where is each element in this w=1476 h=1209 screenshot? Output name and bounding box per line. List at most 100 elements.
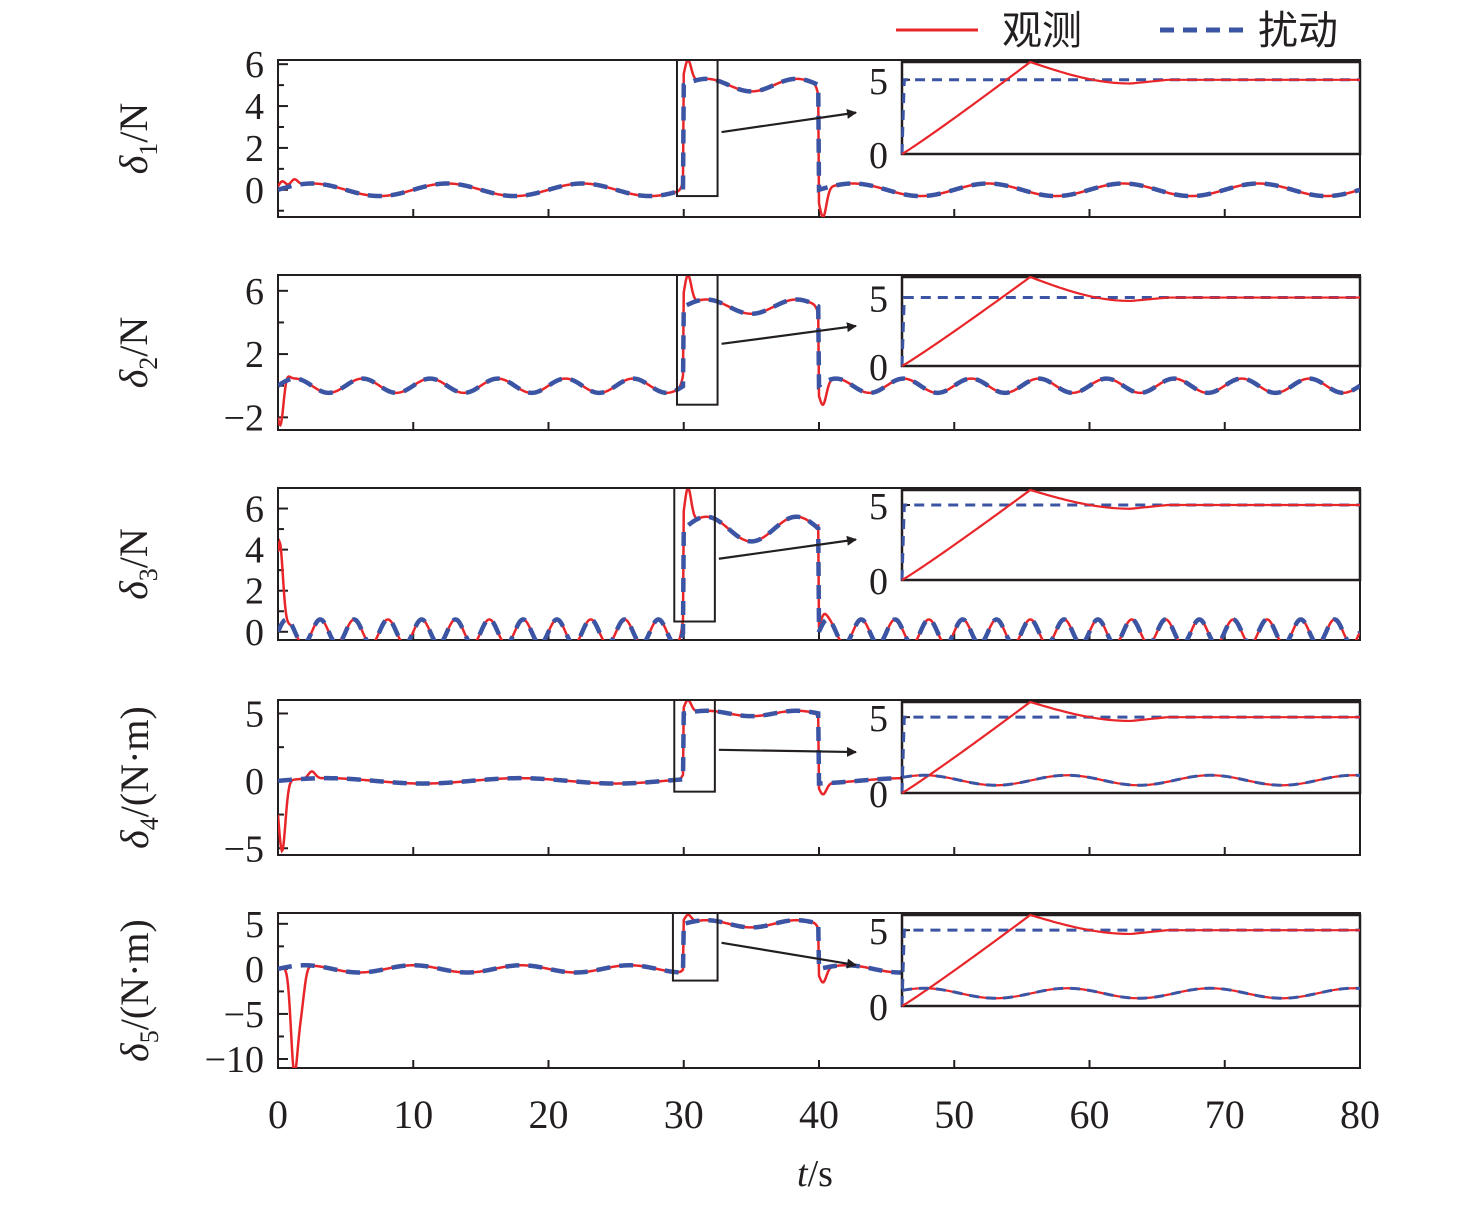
y-tick-label: 2 (245, 571, 264, 613)
inset-y-tick-label: 5 (869, 698, 888, 740)
y-axis-label: δ5/(N·m) (112, 919, 164, 1062)
zoom-box (675, 274, 719, 406)
y-tick-label: 2 (245, 128, 264, 170)
y-axis-label: δ2/N (111, 317, 163, 389)
y-tick-label: 0 (245, 761, 264, 803)
y-tick-label: 0 (245, 949, 264, 991)
x-tick-label: 10 (393, 1092, 433, 1137)
zoom-arrow (721, 941, 857, 969)
zoom-box (673, 487, 716, 623)
inset-observed-line (901, 488, 1360, 581)
y-tick-label: −5 (224, 994, 264, 1036)
inset-frame (900, 913, 1362, 1008)
y-tick-label: 6 (245, 271, 264, 313)
inset-frame (900, 700, 1362, 795)
inset-observed-line (901, 275, 1360, 367)
inset-underlay (902, 773, 1360, 787)
inset-y-tick-label: 0 (869, 774, 888, 816)
y-tick-label: 4 (245, 86, 264, 128)
y-axis-label-symbol: δ (112, 829, 157, 849)
y-tick-label: 5 (245, 693, 264, 735)
series-group (278, 488, 1360, 640)
y-tick-label: −10 (205, 1039, 264, 1081)
disturbance-line (278, 76, 1360, 199)
x-tick-label: 60 (1070, 1092, 1110, 1137)
y-axis-label-subscript: 3 (134, 568, 163, 581)
inset-y-tick-label: 5 (869, 911, 888, 953)
x-axis-label-unit: /s (808, 1153, 833, 1195)
zoom-arrow (718, 746, 857, 757)
inset: 50 (869, 911, 1362, 1029)
y-axis-label: δ3/N (111, 528, 163, 600)
inset-frame (900, 275, 1362, 368)
x-tick-label: 40 (799, 1092, 839, 1137)
y-tick-label: −5 (224, 828, 264, 870)
inset-observed-line (901, 60, 1360, 155)
series-group (278, 60, 1360, 217)
inset: 50 (869, 60, 1362, 177)
legend-observed-label: 观测 (1002, 8, 1082, 53)
inset-disturbance-line (900, 296, 1360, 367)
x-tick-label: 50 (934, 1092, 974, 1137)
y-axis-label-unit: /N (111, 317, 156, 357)
y-tick-label: 0 (245, 612, 264, 654)
y-axis-label-symbol: δ (112, 1042, 157, 1062)
y-axis-label: δ1/N (111, 103, 163, 175)
inset-y-tick-label: 0 (869, 987, 888, 1029)
inset: 50 (869, 275, 1362, 389)
y-axis-label-unit: /N (111, 103, 156, 143)
y-tick-label: 6 (245, 489, 264, 531)
zoom-box (671, 912, 719, 982)
x-axis-label: t/s (797, 1153, 833, 1195)
y-axis-label-symbol: δ (111, 154, 156, 174)
y-axis-label: δ4/(N·m) (112, 706, 164, 849)
panels: 0246δ1/N50−226δ2/N500246δ3/N50−505δ4/(N·… (111, 44, 1362, 1081)
y-tick-label: 4 (245, 530, 264, 572)
inset: 50 (869, 486, 1362, 603)
inset-y-tick-label: 5 (869, 279, 888, 321)
inset-y-tick-label: 0 (869, 561, 888, 603)
inset-observed-line (901, 700, 1360, 794)
inset-frame (900, 60, 1362, 156)
inset-y-tick-label: 5 (869, 61, 888, 103)
y-axis-label-unit: /N (111, 528, 156, 568)
inset-observed-line (901, 913, 1360, 1007)
x-tick-label: 20 (529, 1092, 569, 1137)
y-axis-label-subscript: 5 (135, 1030, 164, 1043)
zoom-box (675, 59, 719, 198)
y-axis-label-unit: /(N·m) (112, 919, 157, 1030)
zoom-box (673, 699, 716, 793)
y-axis-label-subscript: 1 (134, 143, 163, 156)
inset-y-tick-label: 0 (869, 135, 888, 177)
y-axis-label-unit: /(N·m) (112, 706, 157, 817)
disturbance-line (278, 514, 1360, 640)
inset-oscillation-disturbance (902, 773, 1360, 787)
inset-oscillation-disturbance (902, 986, 1360, 1000)
y-tick-label: 0 (245, 170, 264, 212)
x-axis-label-symbol: t (797, 1153, 809, 1195)
y-axis-label-symbol: δ (111, 580, 156, 600)
inset: 50 (869, 698, 1362, 816)
y-axis-label-subscript: 4 (135, 817, 164, 830)
y-tick-label: 5 (245, 904, 264, 946)
inset-y-tick-label: 5 (869, 486, 888, 528)
x-tick-label: 0 (268, 1092, 288, 1137)
x-tick-label: 30 (664, 1092, 704, 1137)
zoom-arrow (721, 322, 857, 345)
legend-disturbance-label: 扰动 (1258, 8, 1338, 53)
inset-y-tick-label: 0 (869, 347, 888, 389)
y-tick-label: 2 (245, 334, 264, 376)
series-group (278, 275, 1360, 428)
y-axis-label-subscript: 2 (134, 357, 163, 370)
y-tick-label: 6 (245, 44, 264, 86)
legend: 观测 扰动 (896, 8, 1338, 53)
zoom-arrow (718, 535, 857, 560)
y-tick-label: −2 (224, 397, 264, 439)
y-axis-label-symbol: δ (111, 368, 156, 388)
